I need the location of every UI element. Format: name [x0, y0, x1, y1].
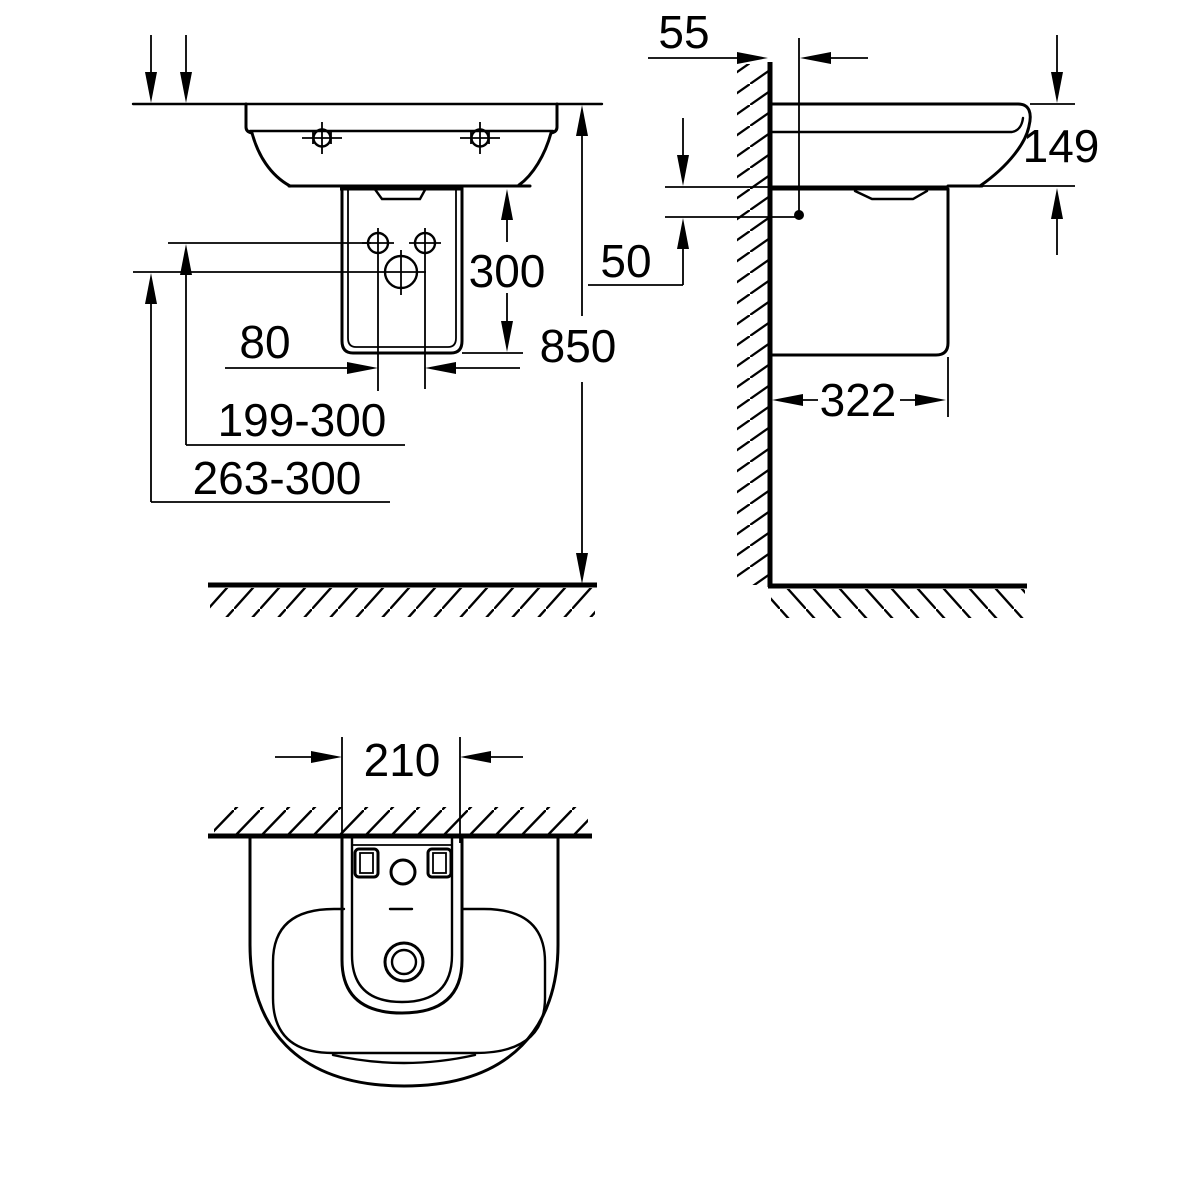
- wall: [208, 807, 592, 839]
- pedestal-outline: [340, 185, 464, 355]
- floor-hatching: [771, 589, 1025, 618]
- wall-hatching: [214, 807, 588, 834]
- dim-199-300-label: 199-300: [218, 394, 387, 446]
- dim-263-300-label: 263-300: [193, 452, 362, 504]
- dim-80-label: 80: [239, 316, 290, 368]
- dim-322-label: 322: [820, 374, 897, 426]
- dimension-850: 850: [540, 105, 617, 584]
- mounting-hole: [389, 858, 417, 886]
- dimension-263-300: 263-300: [145, 273, 390, 504]
- dim-50-label: 50: [600, 235, 651, 287]
- basin-outline: [244, 102, 559, 188]
- dim-55-label: 55: [658, 6, 709, 58]
- floor-front-view: [208, 582, 597, 617]
- dim-149-label: 149: [1023, 120, 1100, 172]
- reference-dot: [794, 210, 804, 220]
- side-view: 55 50 149 322: [588, 6, 1099, 618]
- mounting-boss-left: [353, 847, 380, 879]
- dimension-80: 80: [225, 316, 520, 374]
- mounting-arrows: [145, 35, 192, 103]
- pedestal-bottom-outline: [340, 835, 464, 1015]
- dimension-300: 300: [462, 189, 546, 354]
- rim-inner-edge: [271, 907, 547, 1055]
- floor-side-view: [768, 583, 1027, 618]
- pedestal-mounting-holes: [362, 228, 441, 391]
- pedestal-notch: [372, 186, 428, 201]
- floor-hatching: [210, 588, 595, 617]
- basin-profile: [768, 102, 1075, 188]
- dimension-55: 55: [648, 6, 868, 64]
- bottom-view: 210: [208, 734, 592, 1088]
- wall: [737, 62, 773, 587]
- dimension-322: 322: [772, 357, 949, 426]
- down-arrow-icon: [180, 72, 192, 103]
- dimension-199-300: 199-300: [180, 244, 405, 446]
- faucet-hole-marker-left: [302, 122, 342, 154]
- basin-bottom-outline: [248, 835, 560, 1088]
- drain-hole-outer: [383, 941, 425, 983]
- down-arrow-icon: [145, 72, 157, 103]
- wall-hatching: [737, 64, 768, 585]
- dimension-149: 149: [1023, 35, 1100, 255]
- dim-300-label: 300: [469, 245, 546, 297]
- pedestal-notch: [853, 189, 929, 201]
- drain-hole-inner: [390, 948, 418, 976]
- dimension-210: 210: [275, 734, 523, 843]
- dim-210-label: 210: [364, 734, 441, 786]
- dimension-50: 50: [588, 118, 689, 287]
- faucet-hole-marker-right: [460, 122, 500, 154]
- front-view: 199-300 263-300 80 300: [131, 35, 617, 617]
- dim-850-label: 850: [540, 320, 617, 372]
- mounting-boss-right: [426, 847, 453, 879]
- bowl-contour: [331, 1053, 477, 1065]
